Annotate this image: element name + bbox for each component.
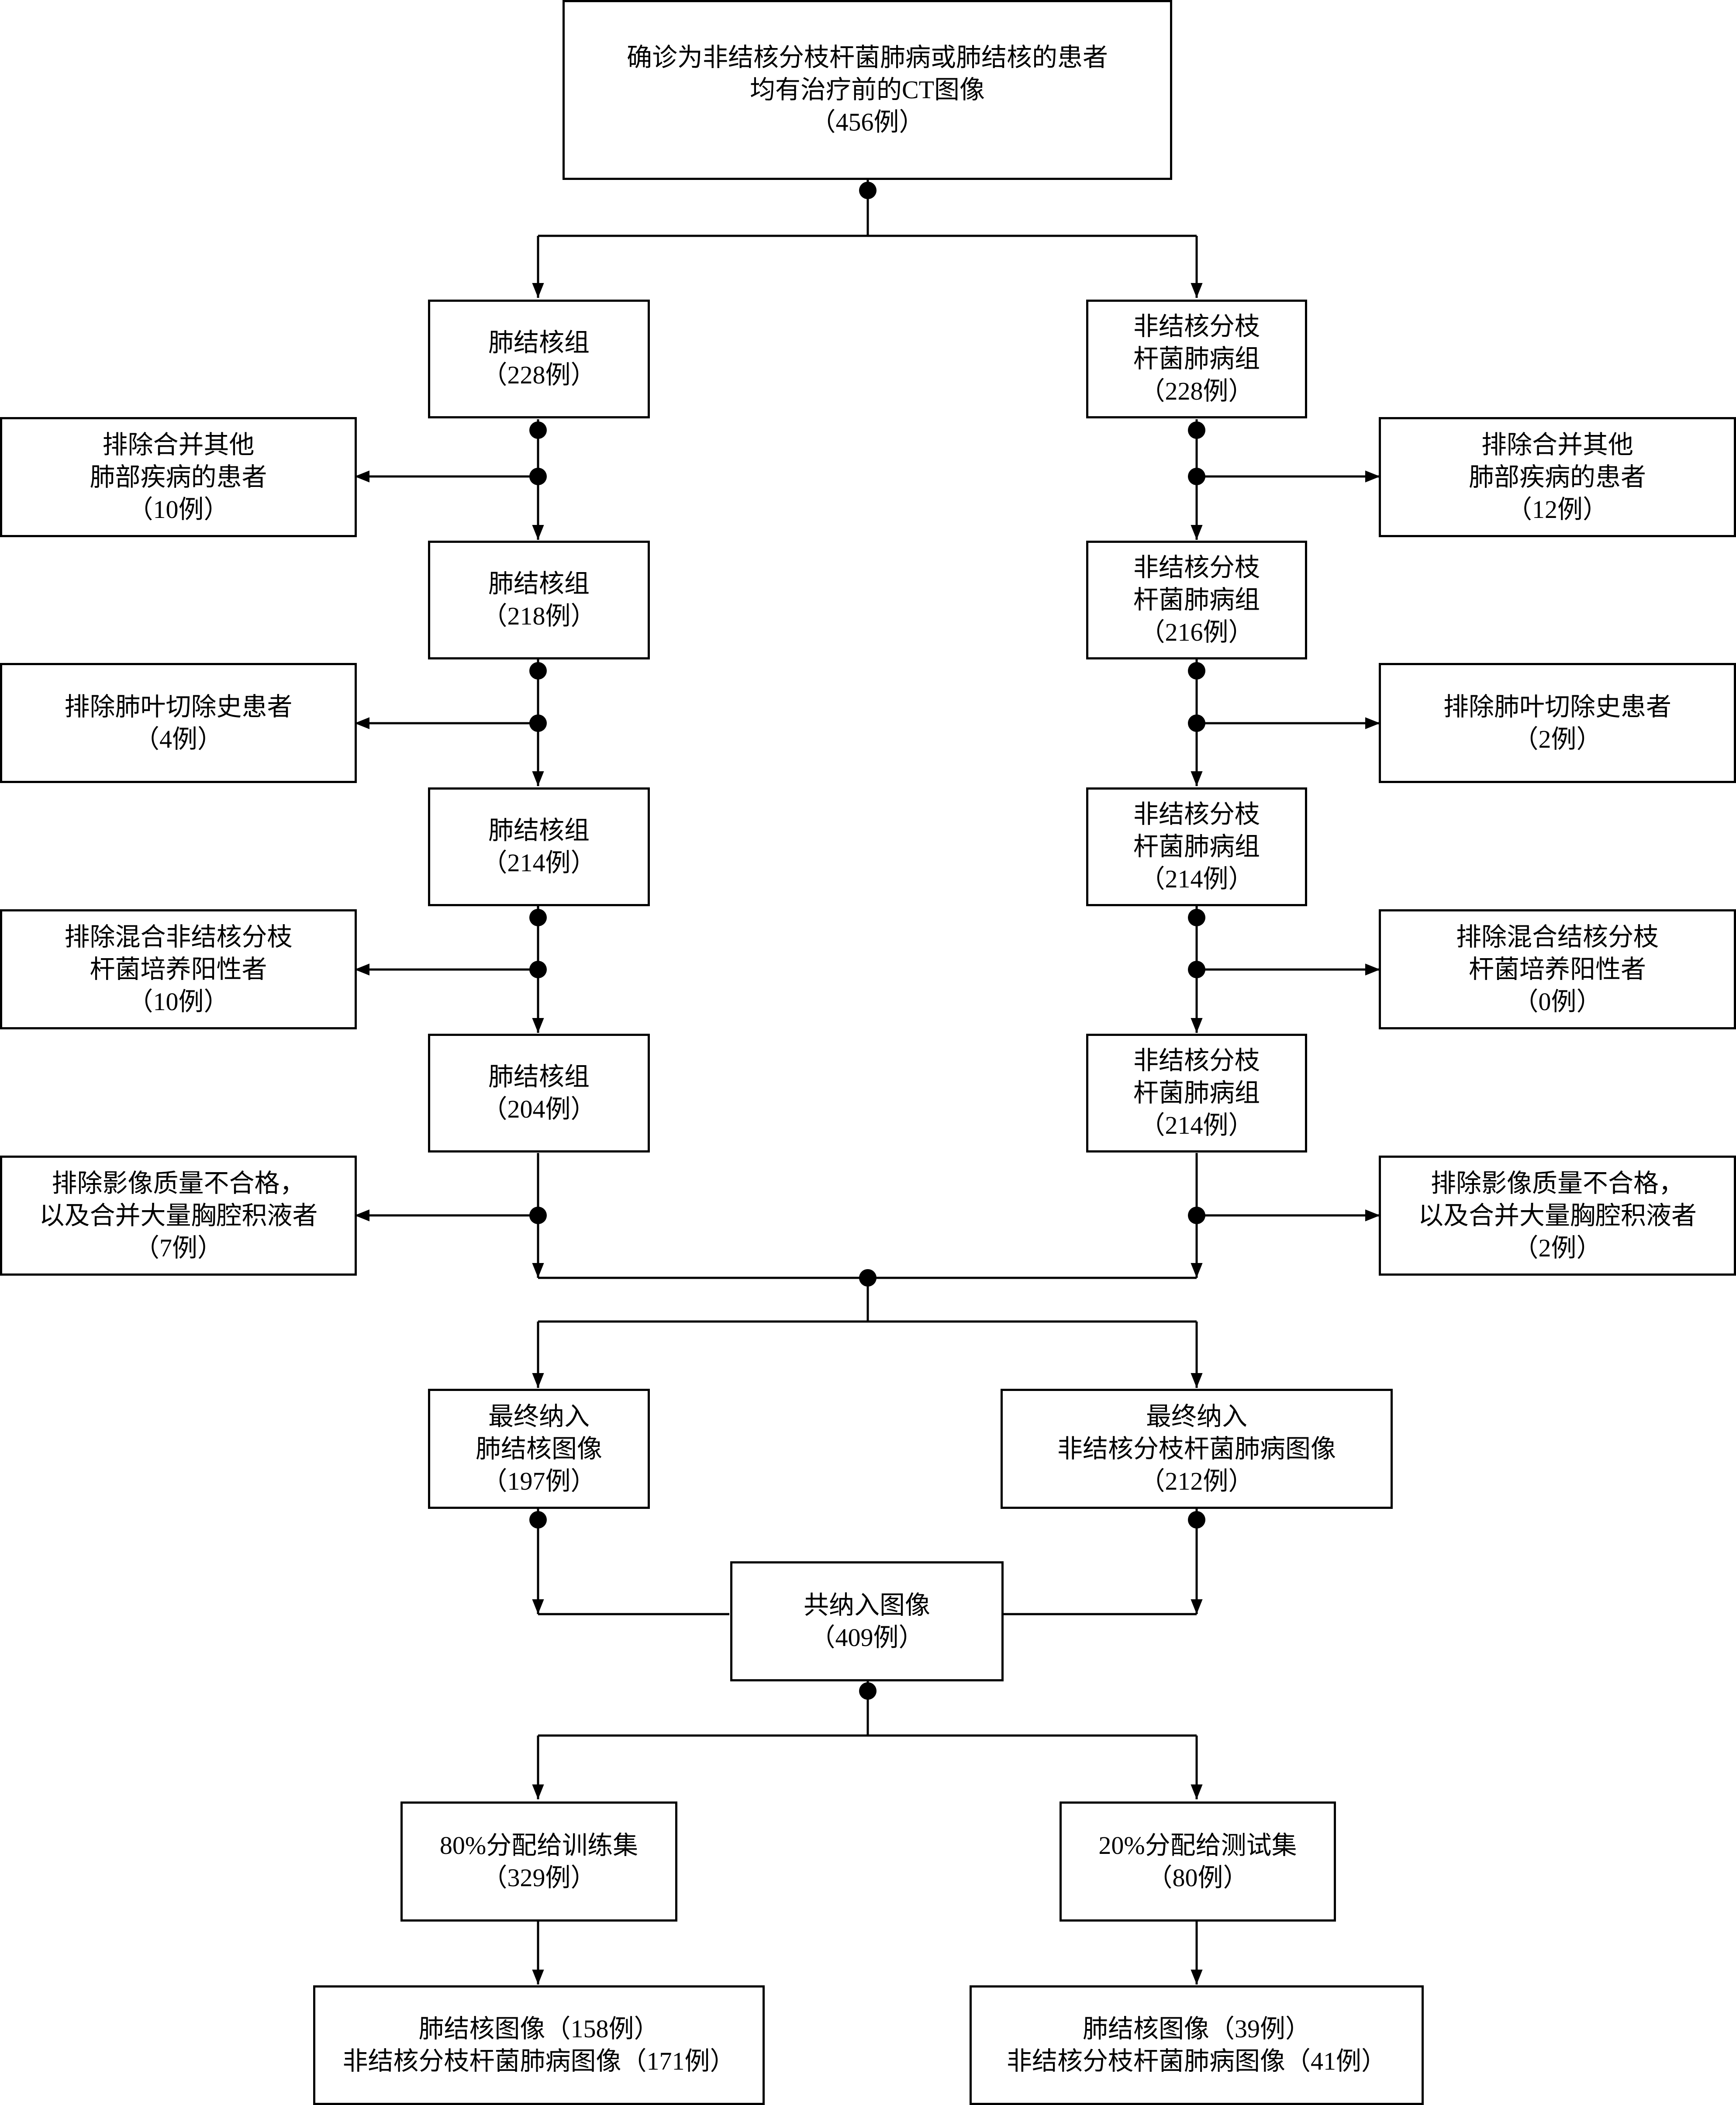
train-detail-line1: 肺结核图像（158例）: [418, 2015, 659, 2043]
ntm-group4-count: （214例）: [1139, 1111, 1254, 1139]
train-count: （329例）: [482, 1863, 596, 1892]
junction-dot: [529, 1511, 547, 1529]
junction-dot: [1188, 662, 1205, 680]
ntm-exclude4-count: （2例）: [1513, 1233, 1602, 1262]
tb-group-box-4: 肺结核组 （204例）: [428, 1034, 650, 1153]
tb-exclude-box-4: 排除影像质量不合格， 以及合并大量胸腔积液者 （7例）: [0, 1156, 357, 1276]
ntm-exclude1-line2: 肺部疾病的患者: [1468, 462, 1646, 491]
ntm-exclude-box-4: 排除影像质量不合格， 以及合并大量胸腔积液者 （2例）: [1379, 1156, 1736, 1276]
ntm-exclude2-line1: 排除肺叶切除史患者: [1443, 692, 1671, 721]
junction-dot: [529, 421, 547, 439]
tb-exclude-box-1: 排除合并其他 肺部疾病的患者 （10例）: [0, 417, 357, 537]
ntm-group3-line1: 非结核分枝: [1133, 800, 1260, 828]
ntm-final-line1: 最终纳入: [1146, 1402, 1247, 1431]
ntm-exclude2-count: （2例）: [1513, 725, 1602, 753]
ntm-exclude3-line2: 杆菌培养阳性者: [1468, 955, 1646, 983]
ntm-exclude-box-1: 排除合并其他 肺部疾病的患者 （12例）: [1379, 417, 1736, 537]
ntm-exclude4-line2: 以及合并大量胸腔积液者: [1418, 1201, 1697, 1230]
ntm-group1-line2: 杆菌肺病组: [1133, 345, 1260, 373]
tb-group3-label: 肺结核组: [488, 816, 590, 845]
tb-group2-count: （218例）: [482, 602, 596, 630]
ntm-group2-count: （216例）: [1139, 618, 1254, 646]
tb-group2-label: 肺结核组: [488, 569, 590, 598]
junction-dot: [859, 1269, 877, 1287]
tb-group4-count: （204例）: [482, 1095, 596, 1123]
ntm-group4-line1: 非结核分枝: [1133, 1046, 1260, 1075]
tb-exclude2-count: （4例）: [134, 725, 223, 753]
tb-group1-count: （228例）: [482, 361, 596, 389]
ntm-final-count: （212例）: [1139, 1467, 1254, 1495]
total-count: （409例）: [810, 1623, 924, 1652]
junction-dot: [859, 1682, 877, 1700]
ntm-group-box-4: 非结核分枝 杆菌肺病组 （214例）: [1086, 1034, 1307, 1153]
test-count: （80例）: [1147, 1863, 1249, 1892]
start-line1: 确诊为非结核分枝杆菌肺病或肺结核的患者: [626, 43, 1108, 72]
ntm-group3-count: （214例）: [1139, 865, 1254, 893]
tb-group-box-3: 肺结核组 （214例）: [428, 787, 650, 906]
train-detail-box: 肺结核图像（158例） 非结核分枝杆菌肺病图像（171例）: [313, 1985, 765, 2105]
test-box: 20%分配给测试集 （80例）: [1060, 1801, 1336, 1922]
total-box: 共纳入图像 （409例）: [730, 1561, 1004, 1681]
start-box: 确诊为非结核分枝杆菌肺病或肺结核的患者 均有治疗前的CT图像 （456例）: [563, 0, 1172, 180]
start-count: （456例）: [810, 108, 925, 136]
ntm-group1-count: （228例）: [1139, 377, 1254, 405]
ntm-exclude1-count: （12例）: [1506, 495, 1608, 524]
tb-exclude-box-3: 排除混合非结核分枝 杆菌培养阳性者 （10例）: [0, 909, 357, 1029]
ntm-group-box-1: 非结核分枝 杆菌肺病组 （228例）: [1086, 300, 1307, 418]
tb-exclude3-count: （10例）: [128, 987, 229, 1016]
tb-exclude4-count: （7例）: [134, 1233, 223, 1262]
tb-exclude4-line1: 排除影像质量不合格，: [52, 1169, 305, 1197]
test-detail-line1: 肺结核图像（39例）: [1082, 2015, 1311, 2043]
tb-group3-count: （214例）: [482, 849, 596, 877]
train-label: 80%分配给训练集: [439, 1831, 638, 1860]
tb-exclude1-line2: 肺部疾病的患者: [90, 462, 267, 491]
tb-group1-label: 肺结核组: [488, 328, 590, 357]
ntm-final-box: 最终纳入 非结核分枝杆菌肺病图像 （212例）: [1001, 1389, 1393, 1509]
tb-group-box-1: 肺结核组 （228例）: [428, 300, 650, 418]
test-label: 20%分配给测试集: [1098, 1831, 1297, 1860]
ntm-group2-line1: 非结核分枝: [1133, 553, 1260, 582]
ntm-group2-line2: 杆菌肺病组: [1133, 586, 1260, 614]
ntm-exclude3-line1: 排除混合结核分枝: [1456, 922, 1659, 951]
ntm-exclude4-line1: 排除影像质量不合格，: [1430, 1169, 1684, 1197]
ntm-final-line2: 非结核分枝杆菌肺病图像: [1057, 1434, 1336, 1463]
tb-final-count: （197例）: [482, 1467, 596, 1495]
tb-group4-label: 肺结核组: [488, 1063, 590, 1091]
tb-exclude-box-2: 排除肺叶切除史患者 （4例）: [0, 663, 357, 783]
ntm-group-box-3: 非结核分枝 杆菌肺病组 （214例）: [1086, 787, 1307, 906]
tb-final-box: 最终纳入 肺结核图像 （197例）: [428, 1389, 650, 1509]
junction-dot: [1188, 421, 1205, 439]
tb-group-box-2: 肺结核组 （218例）: [428, 541, 650, 659]
tb-exclude1-count: （10例）: [128, 495, 229, 524]
tb-exclude4-line2: 以及合并大量胸腔积液者: [39, 1201, 318, 1230]
junction-dot: [859, 182, 877, 199]
ntm-exclude-box-3: 排除混合结核分枝 杆菌培养阳性者 （0例）: [1379, 909, 1736, 1029]
tb-final-line2: 肺结核图像: [475, 1434, 602, 1463]
junction-dot: [1188, 909, 1205, 926]
tb-final-line1: 最终纳入: [488, 1402, 590, 1431]
ntm-group3-line2: 杆菌肺病组: [1133, 832, 1260, 861]
ntm-exclude1-line1: 排除合并其他: [1481, 430, 1633, 459]
ntm-group-box-2: 非结核分枝 杆菌肺病组 （216例）: [1086, 541, 1307, 659]
test-detail-box: 肺结核图像（39例） 非结核分枝杆菌肺病图像（41例）: [970, 1985, 1424, 2105]
ntm-exclude3-count: （0例）: [1513, 987, 1602, 1016]
tb-exclude1-line1: 排除合并其他: [102, 430, 255, 459]
ntm-group1-line1: 非结核分枝: [1133, 312, 1260, 341]
tb-exclude2-line1: 排除肺叶切除史患者: [64, 692, 293, 721]
junction-dot: [1188, 1511, 1205, 1529]
ntm-group4-line2: 杆菌肺病组: [1133, 1079, 1260, 1107]
junction-dot: [529, 909, 547, 926]
ntm-exclude-box-2: 排除肺叶切除史患者 （2例）: [1379, 663, 1736, 783]
train-box: 80%分配给训练集 （329例）: [400, 1801, 677, 1922]
test-detail-line2: 非结核分枝杆菌肺病图像（41例）: [1006, 2047, 1387, 2075]
total-label: 共纳入图像: [803, 1591, 930, 1619]
tb-exclude3-line1: 排除混合非结核分枝: [64, 922, 293, 951]
junction-dot: [529, 662, 547, 680]
train-detail-line2: 非结核分枝杆菌肺病图像（171例）: [342, 2047, 735, 2075]
start-line2: 均有治疗前的CT图像: [749, 76, 985, 104]
tb-exclude3-line2: 杆菌培养阳性者: [90, 955, 267, 983]
